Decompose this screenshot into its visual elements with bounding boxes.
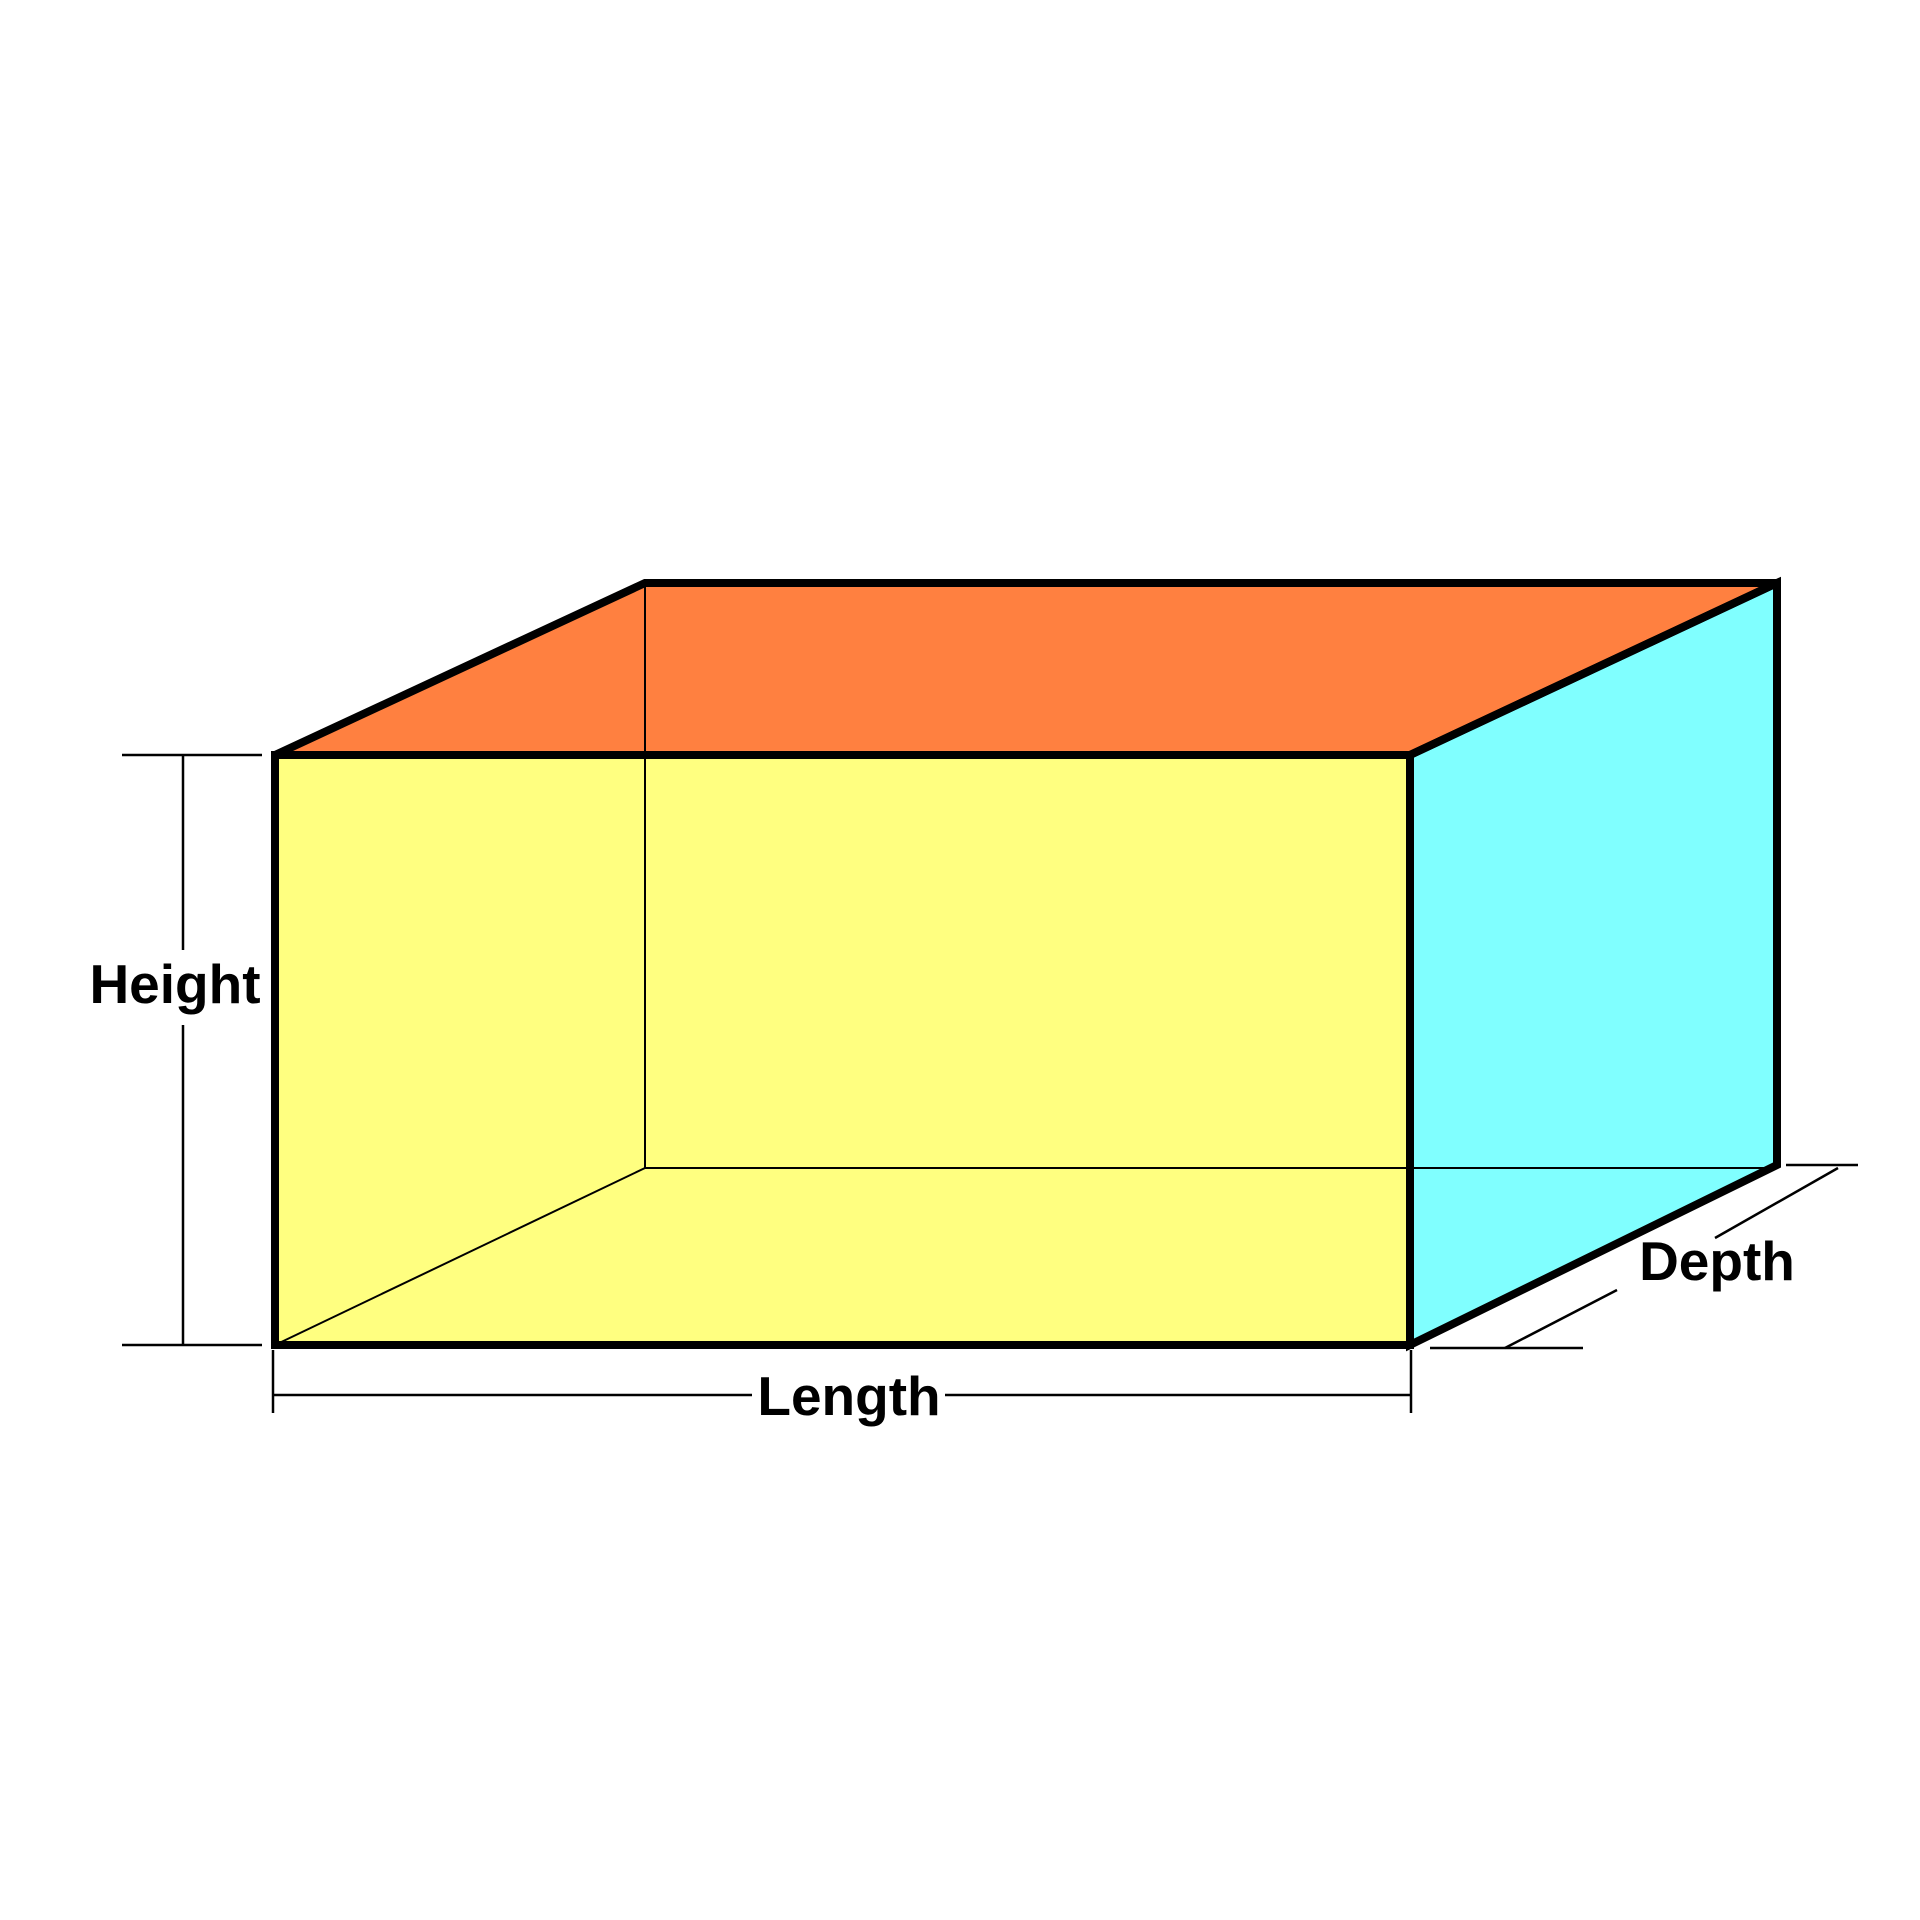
- depth-dimension: [1430, 1163, 1858, 1350]
- front-face: [275, 755, 1410, 1345]
- length-label: Length: [757, 1365, 940, 1427]
- top-face: [275, 583, 1777, 755]
- depth-label: Depth: [1639, 1230, 1795, 1292]
- length-dimension: [271, 1350, 1413, 1413]
- height-label: Height: [89, 953, 260, 1015]
- hidden-edges: [274, 583, 1777, 1346]
- height-dimension: [122, 753, 262, 1347]
- side-face: [1410, 583, 1777, 1345]
- visible-edges: [271, 576, 1781, 1352]
